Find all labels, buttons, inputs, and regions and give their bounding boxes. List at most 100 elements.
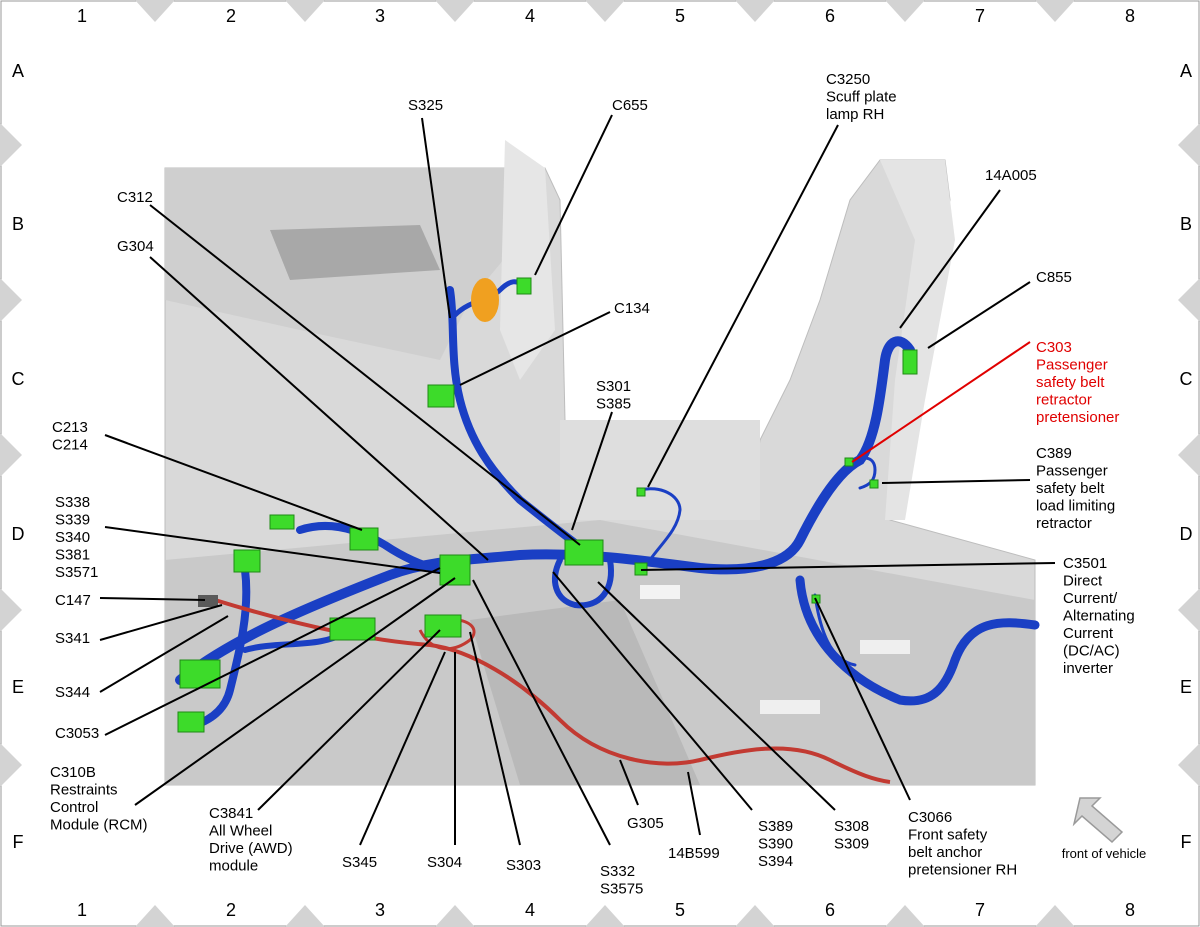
door-sill-opening [560,420,760,520]
right-chevron-1 [1178,123,1200,167]
b-pillar-left [500,140,555,380]
top-chevron-1 [135,0,175,22]
callout-c389-line-4: load limiting [1036,498,1115,515]
right-chevron-3 [1178,433,1200,477]
callout-s301-line-1: S301 [596,378,631,395]
connector-lower-left [177,711,205,733]
callout-c303-line-5: pretensioner [1036,409,1119,426]
leader-lines [99,114,1056,846]
connector-c3053 [329,617,376,641]
callout-c3841-line-3: Drive (AWD) [209,840,293,857]
callout-c3501-line-5: Current [1063,625,1114,642]
callout-c389-line-5: retractor [1036,515,1092,532]
callout-c310b-line-2: Restraints [50,782,118,799]
callout-c310b-line-4: Module (RCM) [50,817,148,834]
callout-c3501-line-2: Direct [1063,573,1103,590]
callout-c3501-line-3: Current/ [1063,590,1118,607]
center-tunnel [470,600,700,785]
harness-c389-lead [848,456,877,490]
top-chevron-2 [285,0,325,22]
callout-c310b-line-3: Control [50,799,98,816]
callout-c3250-line-3: lamp RH [826,106,884,123]
callout-s338-line-3: S340 [55,529,90,546]
connector-c3250 [636,487,646,497]
callout-s338-line-2: S339 [55,512,90,529]
callout-s325-line-1: S325 [408,97,443,114]
callout-c3053-line-1: C3053 [55,725,99,742]
callout-s338-line-1: S338 [55,494,90,511]
connector-s338-group [439,554,471,586]
callout-c3841-line-1: C3841 [209,805,253,822]
leader-c312 [149,204,581,546]
leader-c303 [851,341,1031,463]
callout-c147: C147 [55,592,91,609]
top-chevron-3 [435,0,475,22]
leader-c134 [459,311,611,386]
callout-l14a005: 14A005 [985,167,1037,184]
connector-c389 [869,479,879,489]
connector-c310b [179,659,221,689]
leader-s341 [99,604,223,641]
right-chevron-2 [1178,278,1200,322]
callout-s389-line-3: S394 [758,853,793,870]
row-label-right: E [1180,677,1192,697]
row-label-right: D [1180,524,1193,544]
callout-c3501-line-4: Alternating [1063,608,1135,625]
callout-c389-line-3: safety belt [1036,480,1105,497]
left-chevron-5 [0,743,22,787]
column-label-bottom: 4 [525,900,535,920]
leader-c3841 [257,629,441,811]
row-label-right: A [1180,61,1192,81]
harness-c3066-lead [813,593,857,667]
bottom-chevron-7 [1035,905,1075,927]
column-label-top: 1 [77,6,87,26]
floor-cutout-3 [760,700,820,714]
callout-s341-line-1: S341 [55,630,90,647]
leader-s345 [359,651,446,846]
floor-cutout-1 [640,585,680,599]
harness-vertical-branch [446,286,589,554]
callout-l14a005-line-1: 14A005 [985,167,1037,184]
leader-c655 [534,114,613,276]
column-label-top: 8 [1125,6,1135,26]
row-label-left: A [12,61,24,81]
row-label-left: D [12,524,25,544]
callout-c3066-line-4: pretensioner RH [908,862,1017,879]
harness-left-drop [191,566,251,729]
callout-s345-line-1: S345 [342,854,377,871]
top-chevron-5 [735,0,775,22]
callout-c3250-line-1: C3250 [826,71,870,88]
row-label-left: C [12,369,25,389]
leader-c213 [104,434,363,531]
leader-14b599 [687,771,701,836]
column-label-bottom: 5 [675,900,685,920]
row-label-left: E [12,677,24,697]
column-label-bottom: 2 [226,900,236,920]
column-label-top: 5 [675,6,685,26]
leader-c855 [927,281,1031,349]
callout-c3053: C3053 [55,725,99,742]
leader-c3066 [814,597,911,801]
connector-c134 [427,384,455,408]
leader-c389 [881,479,1031,484]
callout-s389-line-2: S390 [758,836,793,853]
column-label-top: 4 [525,6,535,26]
callout-s325: S325 [408,97,443,114]
callout-c134-line-1: C134 [614,300,650,317]
leader-14a005 [899,189,1001,329]
callout-c3501-line-1: C3501 [1063,555,1107,572]
column-label-bottom: 7 [975,900,985,920]
callout-c3066-line-3: belt anchor [908,844,982,861]
column-label-top: 7 [975,6,985,26]
column-label-top: 2 [226,6,236,26]
callout-g304: G304 [117,238,154,255]
